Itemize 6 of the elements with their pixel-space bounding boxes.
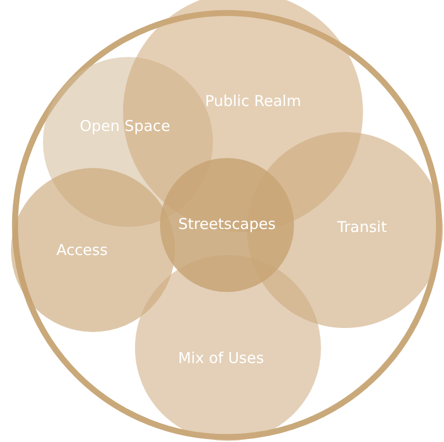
circle-label: Public Realm [204,92,302,110]
circle-label: Access [56,241,108,259]
circle-label: Open Space [80,117,170,135]
circle-label: Streetscapes [178,215,276,233]
circle-label: Transit [337,218,387,236]
circle-label: Mix of Uses [178,349,264,367]
